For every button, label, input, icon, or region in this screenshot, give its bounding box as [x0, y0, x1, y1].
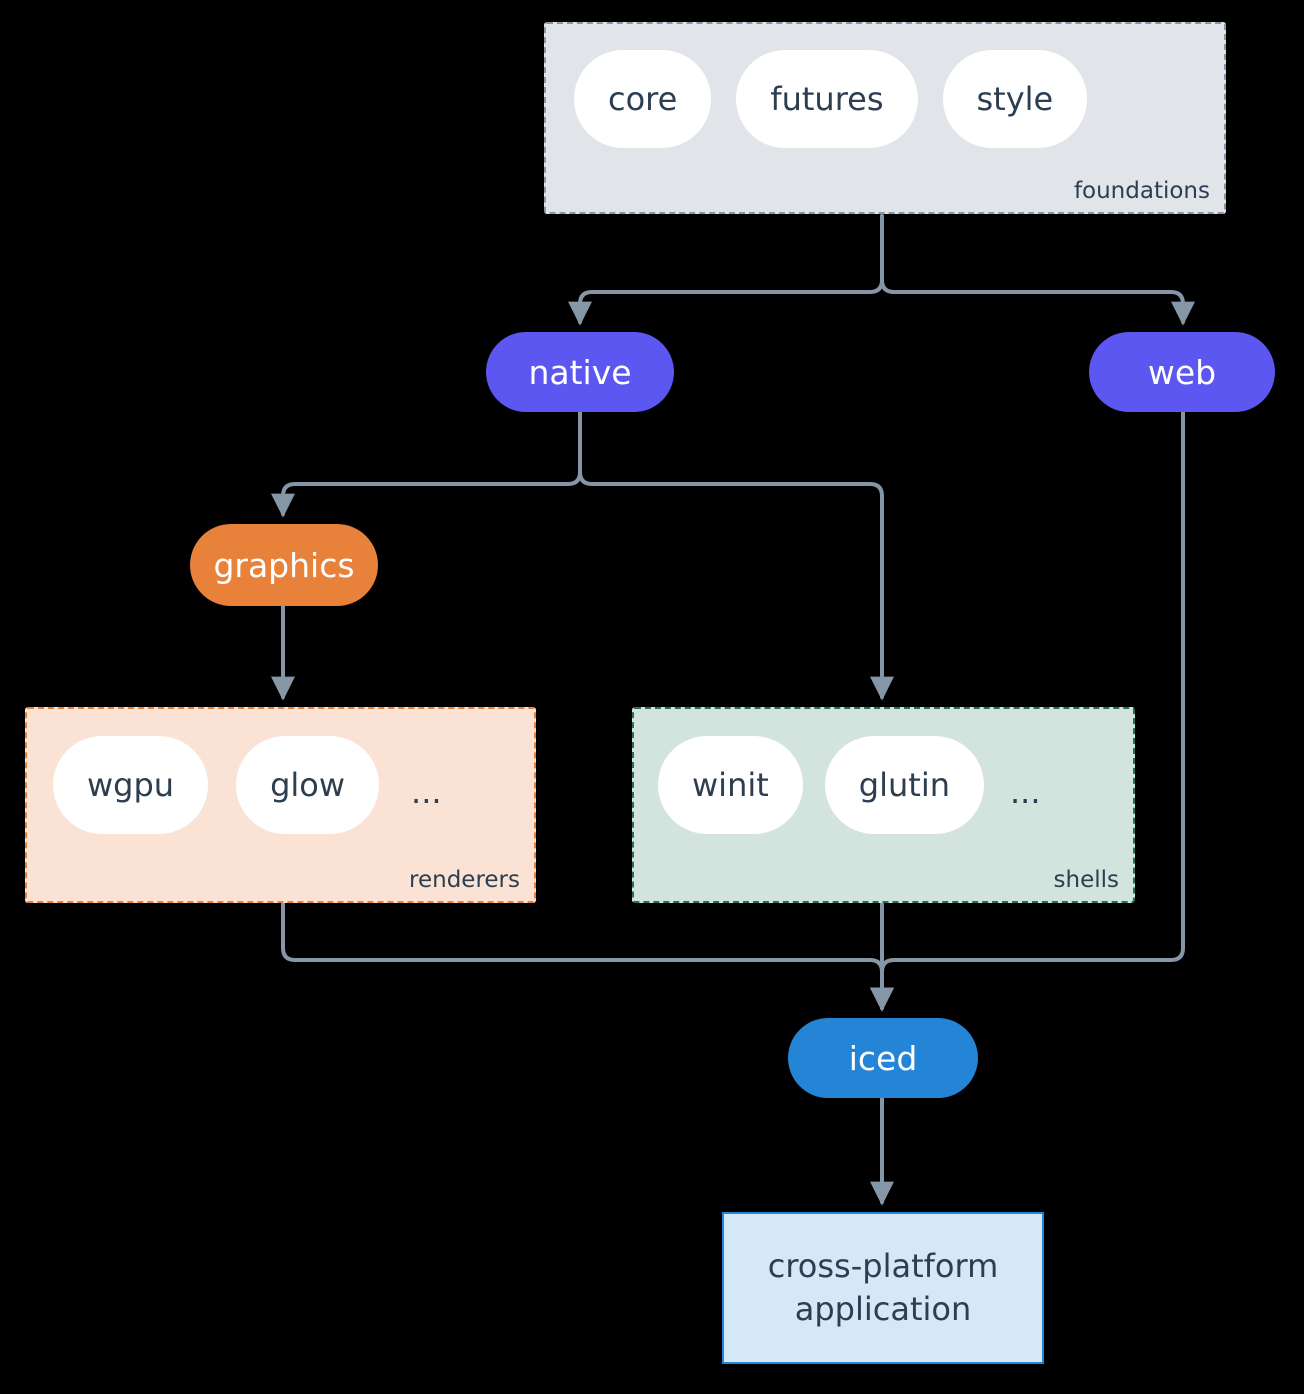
cluster-renderers: wgpu glow ... renderers	[25, 707, 536, 903]
cluster-foundations-items: core futures style	[574, 50, 1088, 148]
node-wgpu[interactable]: wgpu	[53, 736, 209, 834]
node-graphics[interactable]: graphics	[190, 524, 378, 606]
node-web[interactable]: web	[1089, 332, 1275, 412]
application-line-2: application	[794, 1290, 972, 1328]
renderers-ellipsis: ...	[411, 773, 442, 811]
node-iced[interactable]: iced	[788, 1018, 978, 1098]
node-cross-platform-application[interactable]: cross-platform application	[722, 1212, 1044, 1364]
edge-native-to-shells	[578, 410, 894, 701]
cluster-renderers-label: renderers	[409, 867, 520, 893]
edge-foundations-to-native	[568, 214, 884, 326]
cluster-renderers-items: wgpu glow ...	[53, 736, 446, 834]
cluster-shells: winit glutin ... shells	[632, 707, 1135, 903]
node-winit[interactable]: winit	[658, 736, 803, 834]
edge-native-to-graphics	[271, 410, 582, 518]
cluster-foundations: core futures style foundations	[544, 22, 1226, 214]
cluster-shells-label: shells	[1053, 867, 1119, 893]
node-glow[interactable]: glow	[236, 736, 380, 834]
node-futures[interactable]: futures	[736, 50, 918, 148]
node-glutin[interactable]: glutin	[824, 736, 984, 834]
cluster-foundations-label: foundations	[1073, 178, 1210, 204]
cluster-shells-items: winit glutin ...	[658, 736, 1045, 834]
node-style[interactable]: style	[942, 50, 1088, 148]
application-line-1: cross-platform	[767, 1246, 999, 1285]
node-native[interactable]: native	[486, 332, 674, 412]
shells-ellipsis: ...	[1009, 773, 1041, 811]
edge-foundations-to-web	[880, 214, 1195, 326]
node-core[interactable]: core	[574, 50, 712, 148]
edge-renderers-to-iced	[281, 901, 894, 1012]
